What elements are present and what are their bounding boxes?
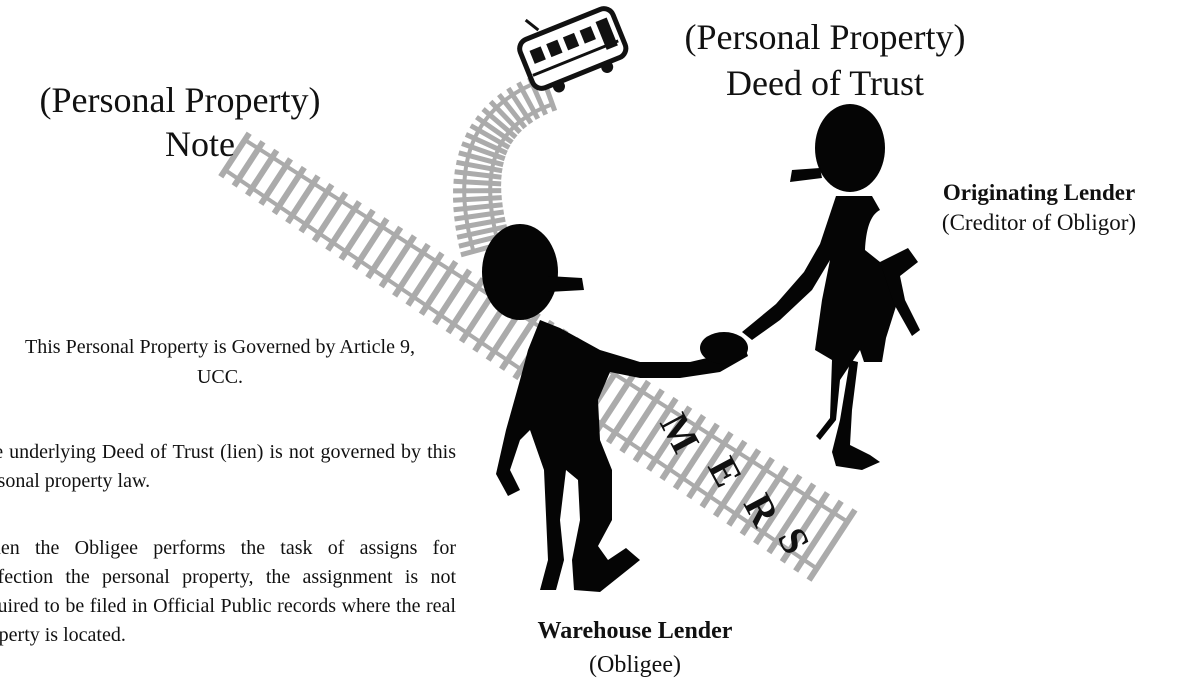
rail: [462, 77, 545, 252]
rail-tie: [453, 178, 502, 187]
rail-tie: [452, 195, 502, 203]
originating-lender-subtitle: (Creditor of Obligor): [941, 210, 1137, 235]
rail-tie: [453, 202, 503, 213]
track-letter: R: [735, 486, 789, 534]
trolley-car-icon: [517, 6, 629, 93]
rail-tie: [456, 224, 508, 240]
note-label-line1: (Personal Property): [39, 80, 321, 120]
rail-tie: [454, 169, 502, 180]
person-head-icon: [815, 104, 885, 192]
rail-tie: [461, 141, 506, 162]
person-head-icon: [482, 224, 558, 320]
rail-tie: [458, 150, 504, 168]
deed-of-trust-label: (Personal Property) Deed of Trust: [650, 14, 1000, 106]
rail-tie: [455, 216, 506, 231]
rail-tie: [455, 159, 503, 174]
note-label-line2: Note: [165, 124, 235, 164]
article9-text: This Personal Property is Governed by Ar…: [25, 336, 415, 388]
originating-lender-title: Originating Lender: [942, 180, 1136, 205]
deed-label-line1: (Personal Property): [684, 17, 966, 57]
note-label: (Personal Property) Note: [0, 78, 360, 166]
lien-paragraph: The underlying Deed of Trust (lien) is n…: [0, 441, 456, 492]
warehouse-lender-figure: [482, 224, 748, 592]
rail: [488, 102, 554, 246]
rail: [224, 168, 818, 571]
rail-tie: [454, 209, 505, 222]
obligee-paragraph: When the Obligee performs the task of as…: [0, 537, 456, 646]
originating-lender-figure: [742, 104, 920, 470]
rail-tie: [218, 131, 252, 179]
warehouse-lender-subtitle: (Obligee): [589, 652, 681, 678]
main-railroad-track: [218, 131, 858, 582]
warehouse-lender-title: Warehouse Lender: [537, 618, 733, 644]
originating-lender-label: Originating Lender (Creditor of Obligor): [900, 178, 1178, 238]
deed-label-line2: Deed of Trust: [725, 63, 925, 103]
warehouse-lender-label: Warehouse Lender (Obligee): [500, 614, 770, 682]
handshake-icon: [700, 332, 748, 364]
curved-railroad-track: [452, 72, 558, 258]
